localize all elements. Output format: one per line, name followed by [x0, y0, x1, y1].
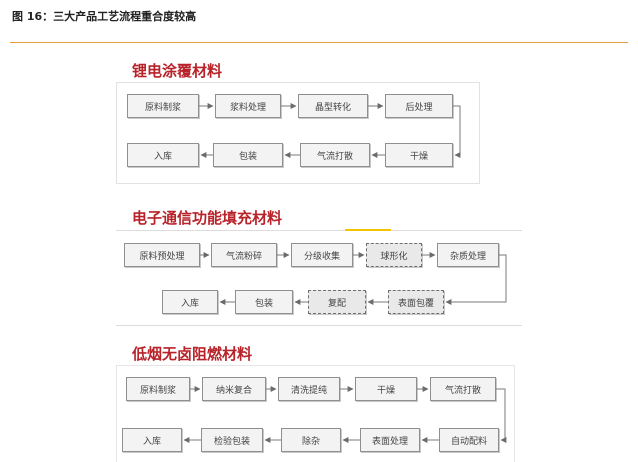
flow-step: 气流粉碎: [211, 243, 277, 267]
section-title-flame-retardant: 低烟无卤阻燃材料: [132, 345, 253, 363]
figure-caption: 图 16：三大产品工艺流程重合度较高: [12, 10, 197, 23]
flow-step: 浆料处理: [215, 94, 281, 118]
flow-step: 入库: [122, 428, 182, 452]
flow-step: 杂质处理: [437, 243, 499, 267]
flow-step-optional: 复配: [308, 290, 366, 314]
flow-step: 分级收集: [291, 243, 353, 267]
electronic-filler-bottom-rule: [116, 325, 522, 326]
flow-step: 干燥: [385, 143, 453, 167]
flow-step: 原料制浆: [126, 377, 190, 401]
electronic-filler-top-rule: [116, 230, 522, 231]
flow-step: 纳米复合: [202, 377, 266, 401]
flow-step: 表面处理: [360, 428, 420, 452]
flow-step: 清洗提纯: [278, 377, 340, 401]
flow-step: 包装: [213, 143, 283, 167]
flow-step: 原料预处理: [124, 243, 200, 267]
flow-step: 入库: [127, 143, 199, 167]
flow-step: 入库: [162, 290, 218, 314]
flow-step: 气流打散: [430, 377, 496, 401]
highlight-mark: [345, 229, 391, 231]
flow-step: 气流打散: [300, 143, 370, 167]
flow-step: 除杂: [281, 428, 341, 452]
section-title-lithium-coating: 锂电涂覆材料: [132, 62, 223, 80]
flow-step-optional: 球形化: [366, 243, 422, 267]
flow-step-optional: 表面包覆: [388, 290, 444, 314]
flow-step: 检验包装: [201, 428, 263, 452]
flow-step: 后处理: [385, 94, 453, 118]
section-title-electronic-filler: 电子通信功能填充材料: [132, 209, 283, 227]
flow-step: 包装: [235, 290, 293, 314]
flow-step: 晶型转化: [298, 94, 368, 118]
flow-step: 干燥: [355, 377, 417, 401]
caption-divider: [10, 42, 628, 43]
flow-step: 自动配料: [439, 428, 499, 452]
flow-step: 原料制浆: [127, 94, 199, 118]
